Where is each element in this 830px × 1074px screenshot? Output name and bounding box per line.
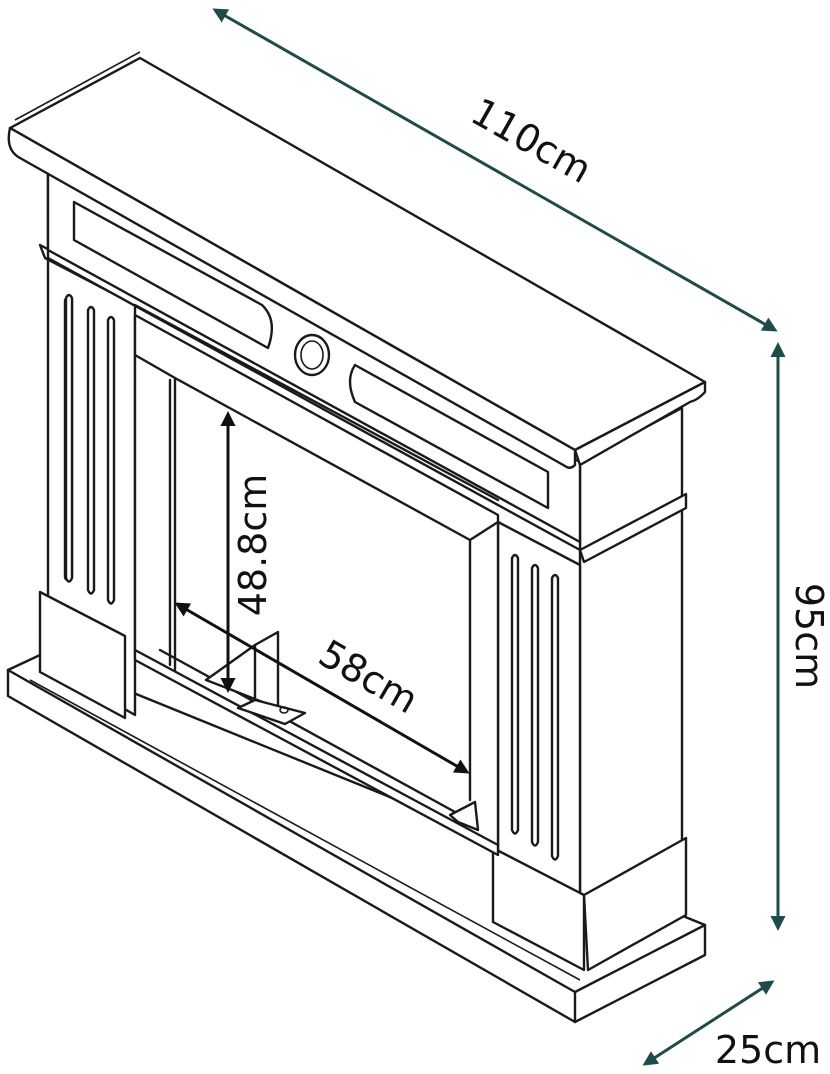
right-pillar — [491, 520, 586, 972]
opening-width-arrow — [174, 602, 470, 774]
right-side-panel — [578, 406, 688, 972]
depth-arrow — [642, 980, 775, 1066]
width-arrow — [212, 8, 778, 332]
width-label: 110cm — [464, 89, 599, 192]
depth-label: 25cm — [715, 1028, 821, 1072]
dimension-depth: 25cm — [642, 980, 821, 1072]
height-label: 95cm — [787, 583, 830, 689]
dimension-opening-height: 48.8cm — [220, 411, 275, 693]
dimension-height: 95cm — [770, 342, 830, 931]
opening-height-label: 48.8cm — [231, 474, 275, 617]
frieze-panel — [46, 168, 582, 552]
